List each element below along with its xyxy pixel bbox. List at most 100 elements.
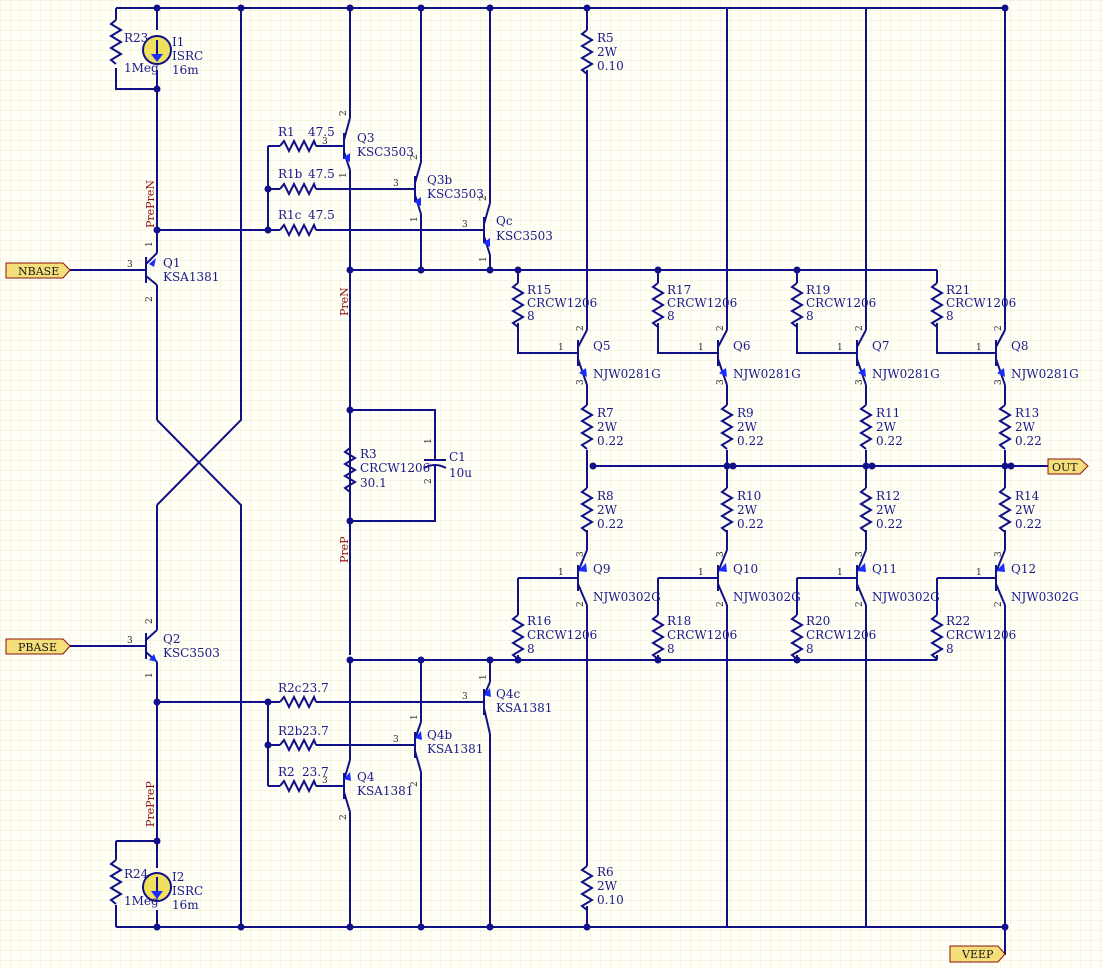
r11-value: 0.22: [876, 434, 903, 448]
q12-pin-2: 2: [994, 601, 1004, 607]
veep-port[interactable]: VEEP: [949, 945, 1006, 963]
q4c-symbol[interactable]: [478, 681, 491, 735]
c1-symbol[interactable]: [423, 430, 447, 495]
q3-pin-1: 1: [339, 172, 349, 178]
q10-symbol[interactable]: [712, 549, 728, 606]
q8-pin-1: 1: [976, 343, 982, 353]
q7-pin-3: 3: [855, 379, 865, 385]
q4b-symbol[interactable]: [409, 721, 422, 773]
r1b-ref: R1b: [278, 167, 303, 181]
q5-ref: Q5: [593, 339, 610, 353]
r19-ref: R19: [806, 283, 830, 297]
r15-ref: R15: [527, 283, 551, 297]
q3b-symbol[interactable]: [409, 161, 422, 215]
q2-pin-3: 3: [127, 636, 133, 646]
q8-pin-2: 2: [994, 325, 1004, 331]
q9-part: NJW0302G: [593, 590, 661, 604]
junction-dots: [153, 4, 1015, 931]
r10-value: 0.22: [737, 517, 764, 531]
q4-symbol[interactable]: [338, 759, 351, 813]
q7-symbol[interactable]: [851, 329, 867, 386]
i2-type: ISRC: [172, 884, 203, 898]
r9-symbol[interactable]: [720, 404, 734, 450]
r12-power: 2W: [876, 503, 897, 517]
q3-symbol[interactable]: [338, 117, 351, 171]
r20-part: CRCW1206: [806, 628, 876, 642]
q6-symbol[interactable]: [712, 329, 728, 386]
r11-symbol[interactable]: [859, 404, 873, 450]
r23-symbol[interactable]: [109, 19, 123, 65]
r5-symbol[interactable]: [580, 29, 594, 75]
r8-value: 0.22: [597, 517, 624, 531]
q6-pin-3: 3: [716, 379, 726, 385]
pbase-port[interactable]: PBASE: [5, 638, 71, 655]
q3-pin-3: 3: [322, 137, 328, 147]
q12-symbol[interactable]: [990, 549, 1006, 606]
q6-ref: Q6: [733, 339, 750, 353]
r13-value: 0.22: [1015, 434, 1042, 448]
q1-symbol[interactable]: [140, 252, 158, 286]
r23-ref: R23: [124, 31, 148, 45]
q9-symbol[interactable]: [572, 549, 588, 606]
i1-symbol[interactable]: [142, 35, 172, 65]
r7-ref: R7: [597, 406, 614, 420]
r9-ref: R9: [737, 406, 754, 420]
r16-symbol[interactable]: [511, 614, 525, 660]
r2-value: 23.7: [302, 765, 329, 779]
q4c-part: KSA1381: [496, 701, 552, 715]
r22-value: 8: [946, 642, 954, 656]
r8-symbol[interactable]: [580, 487, 594, 533]
r12-symbol[interactable]: [859, 487, 873, 533]
r19-symbol[interactable]: [790, 282, 804, 328]
q4b-pin-3: 3: [393, 735, 399, 745]
r14-symbol[interactable]: [998, 487, 1012, 533]
nbase-port[interactable]: NBASE: [5, 262, 71, 279]
q1-pin-3: 3: [127, 260, 133, 270]
q8-symbol[interactable]: [990, 329, 1006, 386]
r18-value: 8: [667, 642, 675, 656]
i2-ref: I2: [172, 870, 184, 884]
r6-symbol[interactable]: [580, 865, 594, 911]
r1b-symbol[interactable]: [279, 181, 317, 197]
r2c-ref: R2c: [278, 681, 302, 695]
r24-symbol[interactable]: [109, 859, 123, 905]
r15-symbol[interactable]: [511, 282, 525, 328]
q5-symbol[interactable]: [572, 329, 588, 386]
q11-pin-2: 2: [855, 601, 865, 607]
r22-symbol[interactable]: [930, 614, 944, 660]
r3-ref: R3: [360, 447, 377, 461]
i2-symbol[interactable]: [142, 872, 172, 902]
q3-pin-2: 2: [339, 110, 349, 116]
r13-symbol[interactable]: [998, 404, 1012, 450]
r10-symbol[interactable]: [720, 487, 734, 533]
r17-symbol[interactable]: [651, 282, 665, 328]
r2-symbol[interactable]: [279, 778, 317, 794]
r7-symbol[interactable]: [580, 404, 594, 450]
r20-symbol[interactable]: [790, 614, 804, 660]
r11-power: 2W: [876, 420, 897, 434]
q11-pin-1: 1: [837, 568, 843, 578]
out-port-label: OUT: [1052, 461, 1078, 474]
q5-pin-1: 1: [558, 343, 564, 353]
r1c-ref: R1c: [278, 208, 302, 222]
out-port[interactable]: OUT: [1047, 458, 1089, 475]
r1c-value: 47.5: [308, 208, 335, 222]
r21-symbol[interactable]: [930, 282, 944, 328]
q12-part: NJW0302G: [1011, 590, 1079, 604]
r18-symbol[interactable]: [651, 614, 665, 660]
r2b-symbol[interactable]: [279, 737, 317, 753]
r10-ref: R10: [737, 489, 761, 503]
qc-symbol[interactable]: [478, 202, 491, 256]
r1-ref: R1: [278, 125, 295, 139]
q11-symbol[interactable]: [851, 549, 867, 606]
q4b-part: KSA1381: [427, 742, 483, 756]
r1c-symbol[interactable]: [279, 222, 317, 238]
r2c-symbol[interactable]: [279, 694, 317, 710]
component-labels: R23 1Meg I1 ISRC 16m R24 1Meg I2 ISRC 16…: [124, 31, 1079, 912]
r3-symbol[interactable]: [343, 447, 357, 493]
q2-symbol[interactable]: [140, 629, 158, 663]
r1-symbol[interactable]: [279, 138, 317, 154]
q4b-ref: Q4b: [427, 728, 452, 742]
q6-part: NJW0281G: [733, 367, 801, 381]
